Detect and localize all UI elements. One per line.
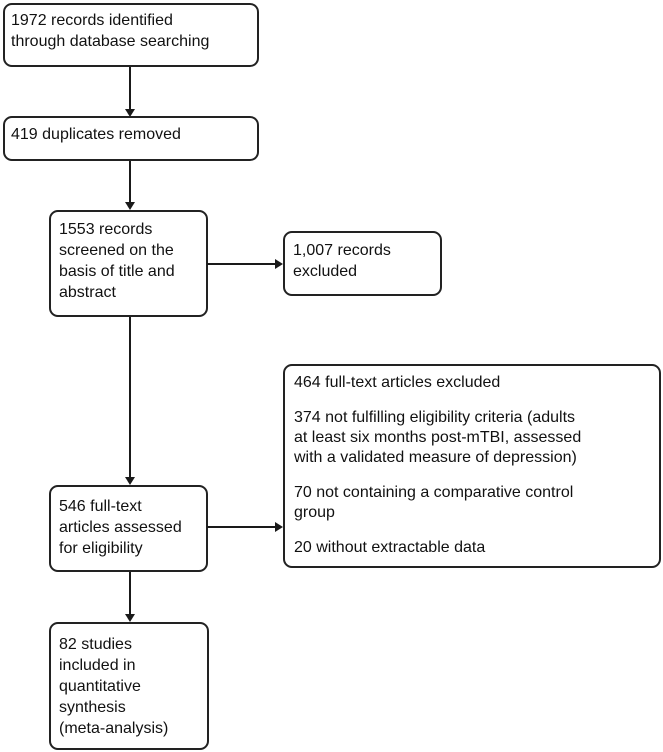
box-text-line: quantitative xyxy=(59,678,141,695)
flow-box-studies-included: 82 studies included in quantitative synt… xyxy=(49,622,209,750)
arrow-line-screened-to-assessed xyxy=(129,317,131,478)
box-text-line: (meta-analysis) xyxy=(59,720,169,737)
box-text-line: 82 studies xyxy=(59,636,132,653)
arrow-line-assessed-to-included xyxy=(129,572,131,615)
flow-box-fulltext-excluded: 464 full-text articles excluded 374 not … xyxy=(283,364,661,568)
box-text-line: 1972 records identified xyxy=(11,12,173,29)
excluded-reason-paragraph: 464 full-text articles excluded xyxy=(294,373,650,393)
box-text-line: basis of title and xyxy=(59,263,175,280)
box-text-line: with a validated measure of depression) xyxy=(294,449,577,466)
arrow-line-identified-to-duplicates xyxy=(129,67,131,110)
arrowhead-right-icon xyxy=(275,259,283,269)
box-text-line: 20 without extractable data xyxy=(294,539,486,556)
flow-box-records-identified: 1972 records identified through database… xyxy=(3,3,259,67)
arrowhead-down-icon xyxy=(125,614,135,622)
box-text-line: included in xyxy=(59,657,136,674)
box-text-line: 1,007 records xyxy=(293,242,391,259)
box-text-line: 464 full-text articles excluded xyxy=(294,374,501,391)
box-text-line: 1553 records xyxy=(59,221,153,238)
box-text-line: excluded xyxy=(293,263,358,280)
box-text-line: for eligibility xyxy=(59,540,143,557)
excluded-reason-paragraph: 70 not containing a comparative control … xyxy=(294,483,650,523)
box-text-line: abstract xyxy=(59,284,116,301)
box-text-line: group xyxy=(294,504,335,521)
arrowhead-right-icon xyxy=(275,522,283,532)
arrowhead-down-icon xyxy=(125,202,135,210)
box-text-line: 374 not fulfilling eligibility criteria … xyxy=(294,409,576,426)
box-text-line: 70 not containing a comparative control xyxy=(294,484,574,501)
flow-box-records-excluded: 1,007 records excluded xyxy=(283,231,442,296)
arrow-line-assessed-to-ft-excluded xyxy=(207,526,276,528)
excluded-reason-paragraph: 20 without extractable data xyxy=(294,538,650,558)
arrow-line-duplicates-to-screened xyxy=(129,161,131,203)
box-text-line: through database searching xyxy=(11,33,210,50)
box-text-line: 546 full-text xyxy=(59,498,142,515)
arrow-line-screened-to-excluded xyxy=(207,263,276,265)
flow-box-records-screened: 1553 records screened on the basis of ti… xyxy=(49,210,208,317)
flow-box-fulltext-assessed: 546 full-text articles assessed for elig… xyxy=(49,485,208,572)
arrowhead-down-icon xyxy=(125,109,135,117)
box-text-line: at least six months post-mTBI, assessed xyxy=(294,429,582,446)
arrowhead-down-icon xyxy=(125,477,135,485)
box-text-line: 419 duplicates removed xyxy=(11,126,181,143)
box-text-line: synthesis xyxy=(59,699,126,716)
box-text-line: articles assessed xyxy=(59,519,182,536)
box-text-line: screened on the xyxy=(59,242,174,259)
flow-box-duplicates-removed: 419 duplicates removed xyxy=(3,116,259,161)
excluded-reason-paragraph: 374 not fulfilling eligibility criteria … xyxy=(294,408,650,468)
